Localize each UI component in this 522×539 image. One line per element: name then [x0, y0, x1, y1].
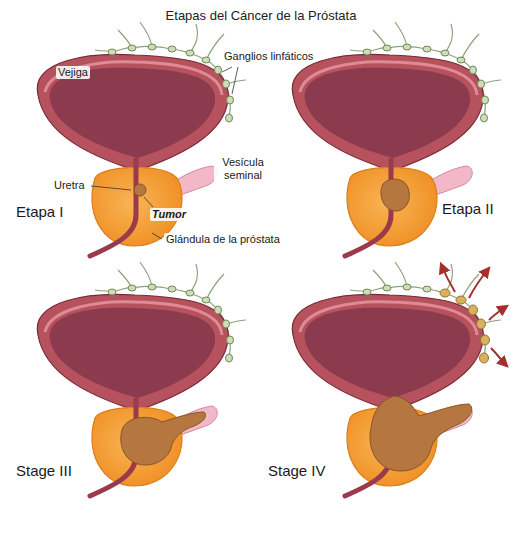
tumor	[381, 179, 409, 211]
part-label: Ganglios linfáticos	[222, 50, 315, 63]
lymph-node	[469, 305, 478, 315]
stage-label: Etapa I	[14, 203, 66, 221]
tumor	[134, 184, 146, 196]
leader-line	[232, 67, 238, 94]
metastasis-arrow	[469, 268, 489, 298]
anatomy	[292, 262, 501, 496]
diagram-title: Etapas del Cáncer de la Próstata	[166, 8, 357, 23]
stage-panel	[292, 22, 501, 256]
part-label: Uretra	[52, 179, 87, 192]
lymph-node	[456, 296, 466, 304]
leader-line	[91, 186, 131, 190]
affected-lymph-nodes	[440, 289, 490, 363]
leader-lines	[91, 67, 238, 239]
part-label: Vesícula seminal	[214, 156, 272, 182]
lymph-node	[480, 353, 489, 363]
leader-line	[152, 233, 162, 239]
stage-label: Stage III	[14, 462, 74, 480]
tumor	[121, 412, 206, 465]
stage-panel	[37, 262, 246, 496]
lymph-node	[440, 289, 450, 297]
lymph-node	[481, 335, 490, 345]
lymph-node	[477, 319, 486, 329]
metastasis-arrow	[441, 264, 455, 292]
leader-line	[144, 197, 153, 207]
metastasis-arrows	[441, 264, 507, 366]
tumor	[370, 396, 472, 471]
metastasis-arrow	[489, 306, 507, 320]
anatomy	[37, 262, 246, 496]
anatomy	[37, 22, 246, 256]
stage-panel	[292, 262, 507, 496]
part-label: Glándula de la próstata	[164, 233, 282, 246]
leader-line	[222, 67, 232, 72]
anatomy	[292, 22, 501, 256]
stage-label: Stage IV	[266, 462, 328, 480]
part-label: Tumor	[150, 208, 188, 221]
part-label: Vejiga	[56, 66, 90, 79]
stage-label: Etapa II	[440, 200, 496, 218]
metastasis-arrow	[491, 348, 507, 366]
stage-panel	[37, 22, 246, 256]
